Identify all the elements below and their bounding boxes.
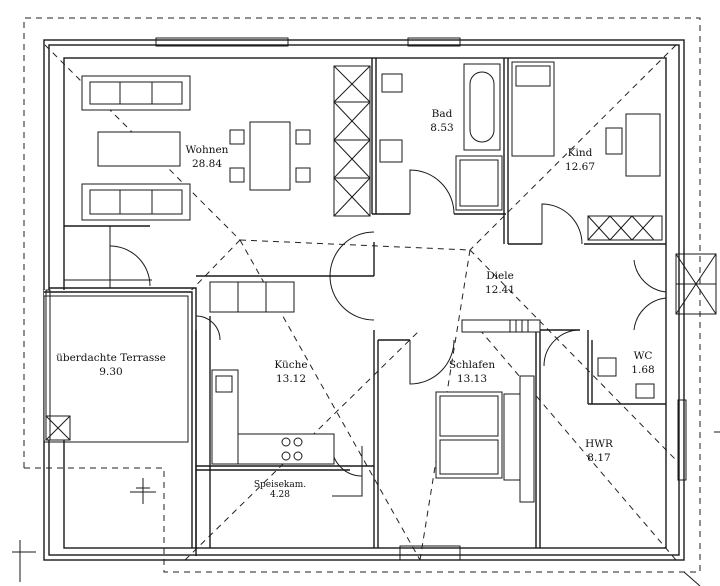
room-name-diele: Diele	[486, 270, 514, 282]
room-area-speisekammer: 4.28	[270, 490, 290, 500]
door-swings	[109, 169, 667, 497]
room-area-bad: 8.53	[430, 122, 453, 134]
room-area-hwr: 8.17	[587, 452, 610, 464]
living-furniture	[81, 65, 371, 221]
child-room-furniture	[511, 61, 663, 241]
outer-walls	[43, 39, 685, 561]
room-name-hwr: HWR	[585, 438, 614, 450]
room-name-kueche: Küche	[274, 359, 307, 371]
room-name-schlafen: Schlafen	[449, 359, 496, 371]
room-name-bad: Bad	[432, 108, 453, 120]
bathroom-fixtures	[379, 63, 503, 211]
kitchen-furniture	[209, 281, 335, 465]
room-name-terrasse: überdachte Terrasse	[56, 352, 166, 364]
windows	[45, 37, 717, 561]
room-area-terrasse: 9.30	[99, 366, 122, 378]
bedroom-furniture	[435, 319, 541, 503]
section-markers	[12, 431, 720, 586]
room-area-schlafen: 13.13	[457, 373, 487, 385]
room-area-wohnen: 28.84	[192, 158, 222, 170]
wc-fixtures	[597, 357, 655, 399]
room-area-wc: 1.68	[631, 364, 654, 376]
room-area-kueche: 13.12	[276, 373, 306, 385]
room-area-diele: 12.41	[485, 284, 515, 296]
room-labels: Wohnen 28.84 Bad 8.53 Kind 12.67 Diele 1…	[56, 108, 655, 500]
room-name-kind: Kind	[568, 147, 593, 159]
room-area-kind: 12.67	[565, 161, 595, 173]
room-name-wohnen: Wohnen	[186, 144, 229, 156]
interior-walls	[64, 58, 666, 548]
room-name-wc: WC	[634, 350, 653, 362]
room-name-speisekammer: Speisekam.	[254, 480, 306, 490]
